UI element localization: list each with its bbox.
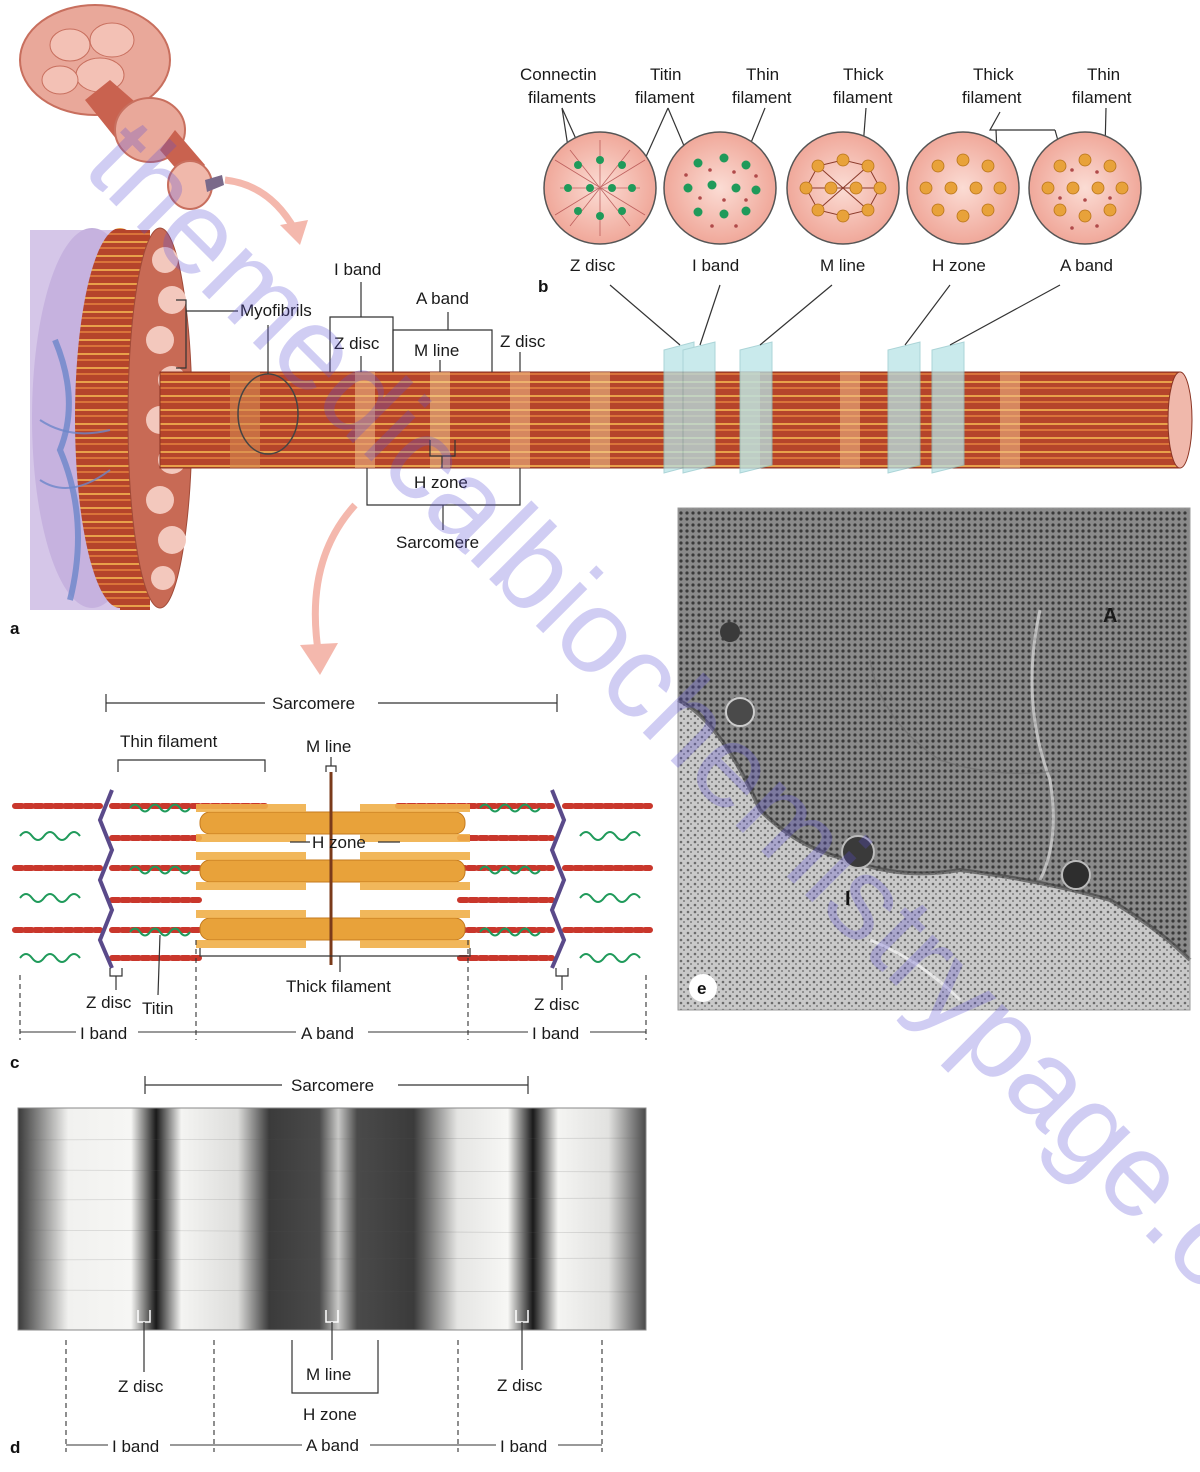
label-i-band-right-d: I band bbox=[500, 1437, 547, 1456]
label-thick-filament-c: Thick filament bbox=[286, 977, 391, 996]
label-myofibrils: Myofibrils bbox=[240, 301, 312, 320]
b-label-thick-b-2: filament bbox=[962, 88, 1022, 107]
b-label-thick-1: Thick bbox=[843, 65, 884, 84]
label-z-disc-left-a: Z disc bbox=[334, 334, 380, 353]
section-planes bbox=[663, 341, 965, 474]
panel-c: Sarcomere Thin filament M line bbox=[10, 694, 653, 1072]
muscle-bundle-illustration bbox=[19, 4, 224, 210]
b-section-h-zone: H zone bbox=[932, 256, 986, 275]
label-h-zone-c: H zone bbox=[312, 833, 366, 852]
label-i-band-a: I band bbox=[334, 260, 381, 279]
label-m-line-d: M line bbox=[306, 1365, 351, 1384]
b-label-thin-2: filament bbox=[732, 88, 792, 107]
label-h-zone-a: H zone bbox=[414, 473, 468, 492]
label-z-disc-left-c: Z disc bbox=[86, 993, 132, 1012]
em-label-a: A bbox=[1103, 605, 1117, 627]
filament-lattice bbox=[12, 772, 653, 969]
b-label-thin-b-2: filament bbox=[1072, 88, 1132, 107]
label-sarcomere-d: Sarcomere bbox=[291, 1076, 374, 1095]
b-label-connectin-1: Connectin bbox=[520, 65, 597, 84]
z-disc-right-c bbox=[549, 789, 567, 969]
label-thin-filament-c: Thin filament bbox=[120, 732, 218, 751]
b-label-thick-b-1: Thick bbox=[973, 65, 1014, 84]
cross-section-i-band bbox=[663, 131, 777, 245]
b-label-titin-1: Titin bbox=[650, 65, 682, 84]
b-label-thin-b-1: Thin bbox=[1087, 65, 1120, 84]
label-z-disc-left-d: Z disc bbox=[118, 1377, 164, 1396]
b-section-m-line: M line bbox=[820, 256, 865, 275]
label-i-band-left-d: I band bbox=[112, 1437, 159, 1456]
b-section-z-disc: Z disc bbox=[570, 256, 616, 275]
panel-b: Connectin filaments Titin filament Thin … bbox=[520, 65, 1142, 296]
label-i-band-left-c: I band bbox=[80, 1024, 127, 1043]
panel-letter-a: a bbox=[10, 619, 20, 638]
light-micrograph bbox=[18, 1108, 646, 1330]
panel-e: A I e bbox=[677, 507, 1192, 1011]
label-z-disc-right-d: Z disc bbox=[497, 1376, 543, 1395]
label-m-line-a: M line bbox=[414, 341, 459, 360]
panel-letter-c: c bbox=[10, 1053, 19, 1072]
label-i-band-right-c: I band bbox=[532, 1024, 579, 1043]
label-a-band-d: A band bbox=[306, 1436, 359, 1455]
zoom-arrow-c bbox=[311, 502, 358, 651]
cross-section-h-zone bbox=[906, 131, 1020, 245]
label-sarcomere-c: Sarcomere bbox=[272, 694, 355, 713]
cross-section-z-disc bbox=[543, 131, 657, 245]
cross-section-m-line bbox=[786, 131, 900, 245]
panel-a: Myofibrils I band A band Z disc M line Z… bbox=[10, 4, 1193, 675]
panel-letter-b: b bbox=[538, 277, 548, 296]
b-label-thin-1: Thin bbox=[746, 65, 779, 84]
b-section-a-band: A band bbox=[1060, 256, 1113, 275]
label-h-zone-d: H zone bbox=[303, 1405, 357, 1424]
b-label-titin-2: filament bbox=[635, 88, 695, 107]
cross-section-a-band bbox=[1028, 131, 1142, 245]
b-section-i-band: I band bbox=[692, 256, 739, 275]
b-label-thick-2: filament bbox=[833, 88, 893, 107]
label-z-disc-right-c: Z disc bbox=[534, 995, 580, 1014]
panel-letter-e: e bbox=[697, 979, 706, 998]
label-a-band-c: A band bbox=[301, 1024, 354, 1043]
zoom-arrow-a bbox=[224, 176, 299, 232]
label-a-band-a: A band bbox=[416, 289, 469, 308]
b-label-connectin-2: filaments bbox=[528, 88, 596, 107]
z-disc-left-c bbox=[97, 789, 115, 969]
label-m-line-c: M line bbox=[306, 737, 351, 756]
label-z-disc-right-a: Z disc bbox=[500, 332, 546, 351]
label-sarcomere-a: Sarcomere bbox=[396, 533, 479, 552]
panel-letter-d: d bbox=[10, 1438, 20, 1457]
em-label-i: I bbox=[845, 888, 851, 910]
label-titin-c: Titin bbox=[142, 999, 174, 1018]
panel-d: Sarcomere Z disc M line H zone Z disc bbox=[10, 1076, 647, 1457]
